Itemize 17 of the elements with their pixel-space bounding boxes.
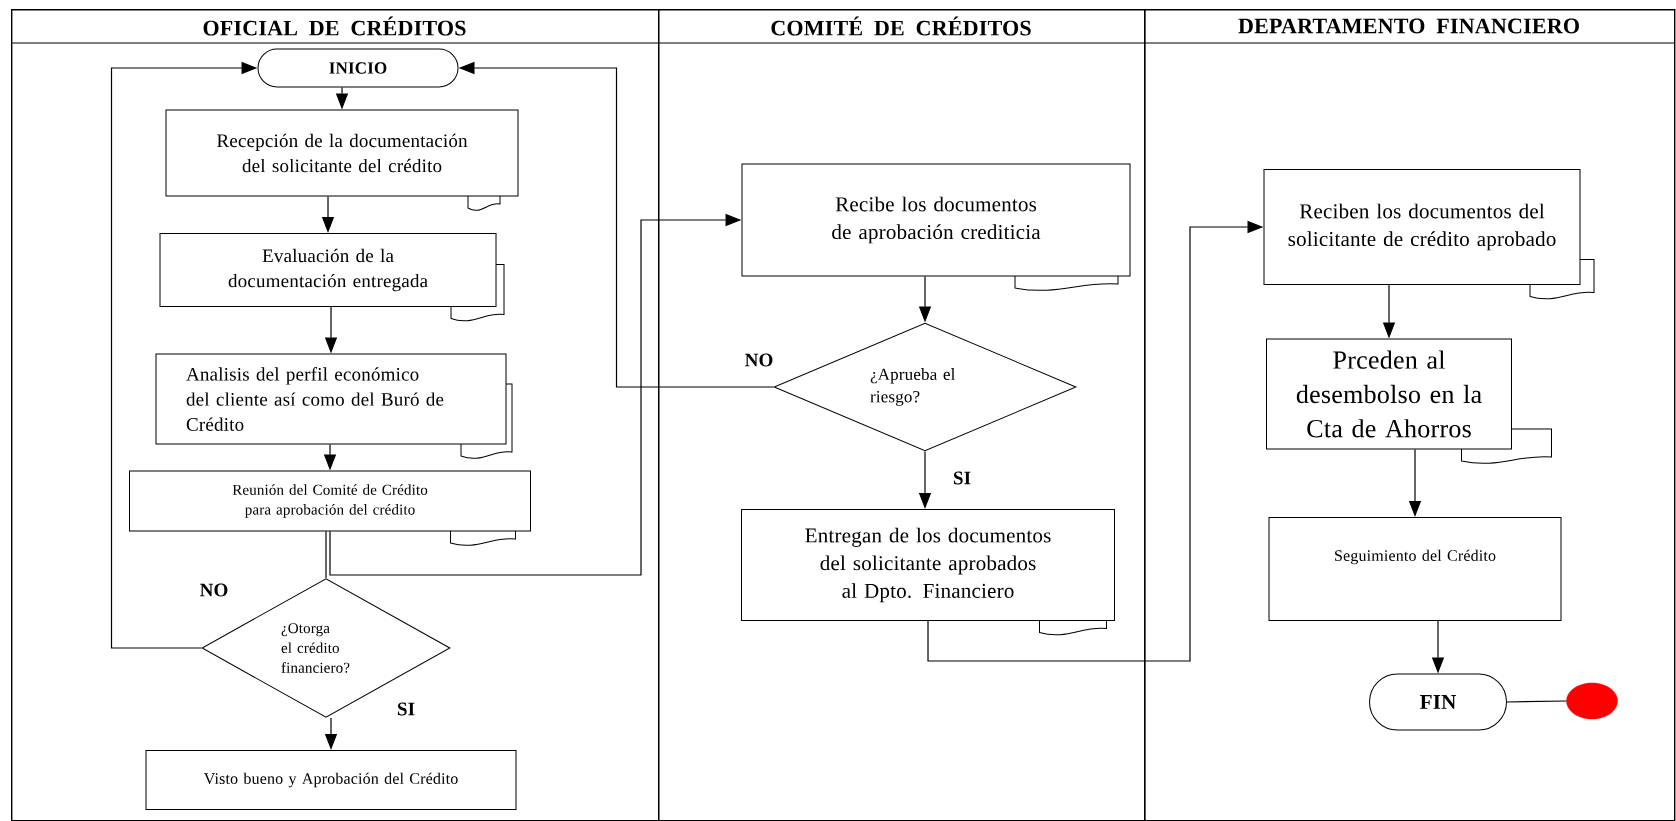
document-box: Entregan de los documentos del solicitante aprobados al Dpto. Financiero xyxy=(741,509,1115,636)
edge-label: SI xyxy=(395,701,417,717)
edge-label: NO xyxy=(743,352,775,368)
document-box: Seguimiento del Crédito xyxy=(1268,517,1562,621)
document-box: Evaluación de la documentación entregada xyxy=(159,233,505,322)
edge-label: SI xyxy=(951,470,973,486)
terminal-box: FIN xyxy=(1369,673,1507,731)
end-dot xyxy=(1566,682,1618,720)
edge-label: NO xyxy=(198,582,230,598)
document-box: Analisis del perfil económico del cliente así como del Buró de Crédito xyxy=(155,353,513,459)
document-box: Reciben los documentos del solicitante de crédito aprobado xyxy=(1263,169,1595,300)
document-box: Visto bueno y Aprobación del Crédito xyxy=(145,750,517,810)
document-box: Recepción de la documentación del solicitante del crédito xyxy=(165,109,519,211)
document-box: Recibe los documentos de aprobación crediticia xyxy=(741,163,1131,291)
document-box: Reunión del Comité de Crédito para aprobación del crédito xyxy=(129,470,531,546)
document-box: Prceden al desembolso en la Cta de Ahorros xyxy=(1266,338,1552,464)
terminal-box: INICIO xyxy=(257,48,459,88)
